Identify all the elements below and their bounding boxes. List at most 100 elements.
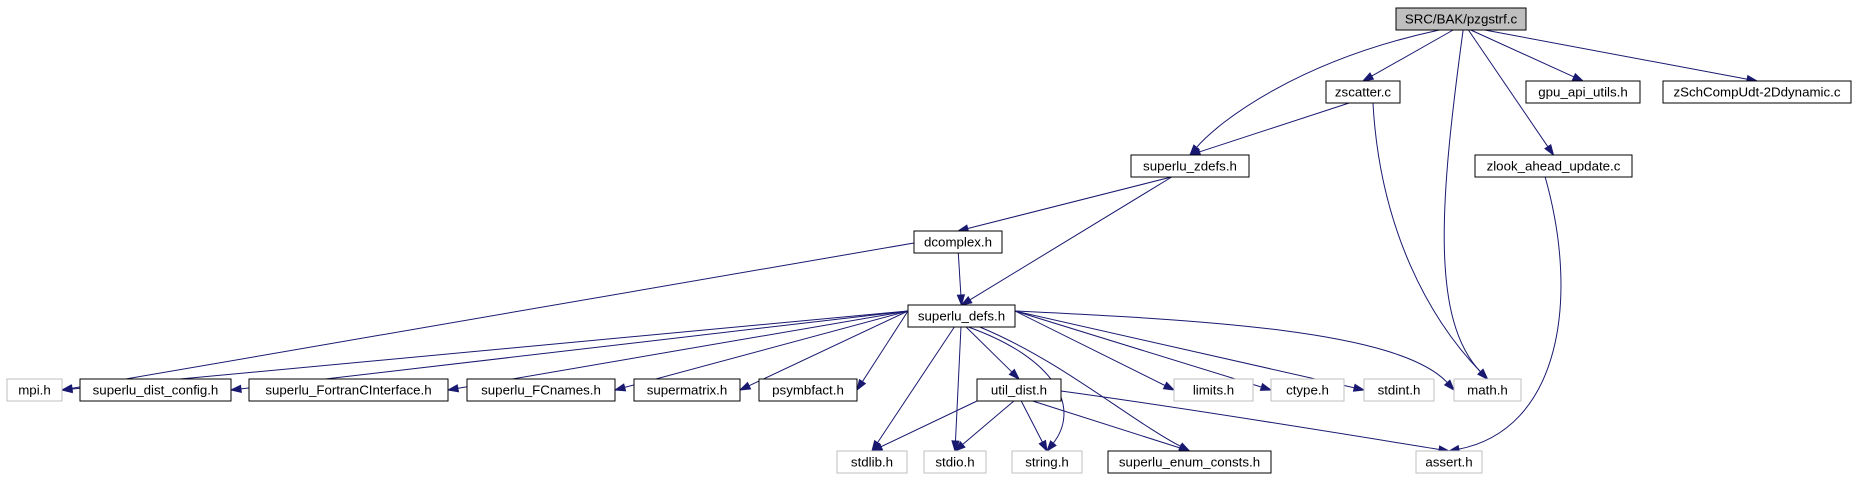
node-math: math.h <box>1453 378 1522 402</box>
edge-util_dist-to-stdio <box>953 400 1015 452</box>
node-label: superlu_dist_config.h <box>93 383 219 398</box>
edge-superlu_zdefs-to-superlu_defs <box>960 176 1172 306</box>
edge-superlu_defs-to-ctype <box>1014 310 1273 391</box>
arrowhead <box>951 440 960 453</box>
node-psymbfact[interactable]: psymbfact.h <box>758 378 858 402</box>
node-ctype: ctype.h <box>1270 378 1345 402</box>
node-enum-consts[interactable]: superlu_enum_consts.h <box>1107 450 1272 474</box>
arrowhead <box>60 384 73 394</box>
edge-superlu_defs-to-stdlib <box>871 326 955 453</box>
edge-line <box>1470 29 1576 78</box>
edge-line <box>1443 29 1482 373</box>
node-util-dist[interactable]: util_dist.h <box>976 378 1062 402</box>
node-label: zscatter.c <box>1335 85 1392 100</box>
edge-superlu_defs-to-math <box>1014 310 1456 392</box>
arrowhead <box>870 442 884 452</box>
node-fcnames[interactable]: superlu_FCnames.h <box>466 378 616 402</box>
edge-line <box>1020 400 1044 444</box>
node-label: SRC/BAK/pzgstrf.c <box>1405 12 1518 27</box>
edge-line <box>456 310 909 389</box>
arrowhead <box>1046 440 1057 453</box>
arrowhead <box>1038 439 1048 453</box>
node-box <box>913 230 1003 254</box>
edge-superlu_defs-to-fcnames <box>613 310 909 392</box>
edge-util_dist-to-stdlib <box>870 400 978 452</box>
node-label: gpu_api_utils.h <box>1538 85 1627 100</box>
node-fortran[interactable]: superlu_FortranCInterface.h <box>248 378 449 402</box>
edge-line <box>1014 310 1449 384</box>
node-box <box>1662 80 1852 104</box>
edge-root-to-zscatter <box>1361 29 1454 82</box>
node-box <box>6 378 63 402</box>
arrowhead <box>960 295 973 306</box>
node-zschcomp[interactable]: zSchCompUdt-2Ddynamic.c <box>1662 80 1852 104</box>
node-stdint: stdint.h <box>1363 378 1435 402</box>
edge-superlu_defs-to-supermatrix <box>738 310 909 391</box>
arrowhead <box>1544 143 1555 157</box>
edge-superlu_defs-to-fortran <box>446 310 909 393</box>
node-superlu-defs[interactable]: superlu_defs.h <box>907 304 1016 328</box>
arrowhead <box>1571 72 1585 82</box>
edge-util_dist-to-string <box>1020 400 1048 453</box>
edge-line <box>70 310 909 390</box>
node-label: limits.h <box>1193 383 1234 398</box>
edge-superlu_defs-to-dist_config <box>229 310 909 393</box>
node-supermatrix[interactable]: supermatrix.h <box>633 378 741 402</box>
node-box <box>1453 378 1522 402</box>
arrowhead <box>229 384 242 393</box>
node-gpu-api-utils[interactable]: gpu_api_utils.h <box>1525 80 1641 104</box>
node-box <box>1415 450 1483 474</box>
node-label: superlu_FCnames.h <box>481 383 601 398</box>
edge-superlu_defs-to-limits <box>1014 310 1176 391</box>
edge-superlu_defs-to-psymbfact <box>856 310 909 392</box>
node-zlook[interactable]: zlook_ahead_update.c <box>1474 154 1633 178</box>
node-box <box>1325 80 1401 104</box>
arrowhead <box>953 440 966 452</box>
edge-line <box>957 252 962 297</box>
edge-root-to-zschcomp <box>1484 29 1759 84</box>
edge-line <box>623 310 909 389</box>
edge-line <box>747 310 909 387</box>
node-label: ctype.h <box>1286 383 1329 398</box>
arrowhead <box>1361 72 1375 82</box>
edge-root-to-zlook <box>1467 29 1555 157</box>
node-box <box>1270 378 1345 402</box>
edge-line <box>1014 310 1167 387</box>
node-stdlib: stdlib.h <box>836 450 908 474</box>
arrowhead <box>1008 368 1021 381</box>
edge-superlu_defs-to-stdint <box>1014 310 1366 392</box>
node-label: math.h <box>1467 383 1508 398</box>
node-box <box>1173 378 1254 402</box>
node-label: stdio.h <box>935 455 974 470</box>
node-box <box>836 450 908 474</box>
edge-line <box>879 400 978 448</box>
edge-line <box>1467 29 1549 148</box>
node-label: assert.h <box>1425 455 1472 470</box>
node-dcomplex[interactable]: dcomplex.h <box>913 230 1003 254</box>
edge-root-to-math <box>1443 29 1489 381</box>
edge-superlu_defs-to-mpi <box>60 310 909 394</box>
arrowhead <box>1352 383 1366 392</box>
node-box <box>633 378 741 402</box>
node-dist-config[interactable]: superlu_dist_config.h <box>79 378 232 402</box>
node-stdio: stdio.h <box>923 450 987 474</box>
edge-line <box>954 326 962 443</box>
arrowhead <box>1162 381 1176 391</box>
node-label: dcomplex.h <box>924 235 992 250</box>
node-root[interactable]: SRC/BAK/pzgstrf.c <box>1395 7 1527 31</box>
arrowhead <box>738 381 752 391</box>
edge-superlu_defs-to-util_dist <box>965 326 1021 381</box>
node-box <box>907 304 1016 328</box>
edge-line <box>1457 176 1562 450</box>
node-label: mpi.h <box>18 383 51 398</box>
node-label: superlu_enum_consts.h <box>1119 455 1260 470</box>
edge-line <box>1060 390 1441 451</box>
edge-zlook-to-assert <box>1447 176 1562 454</box>
arrowhead <box>613 383 627 392</box>
node-superlu-zdefs[interactable]: superlu_zdefs.h <box>1130 154 1250 178</box>
node-zscatter[interactable]: zscatter.c <box>1325 80 1401 104</box>
node-box <box>1130 154 1250 178</box>
edge-line <box>70 242 915 389</box>
edge-line <box>1014 310 1263 388</box>
